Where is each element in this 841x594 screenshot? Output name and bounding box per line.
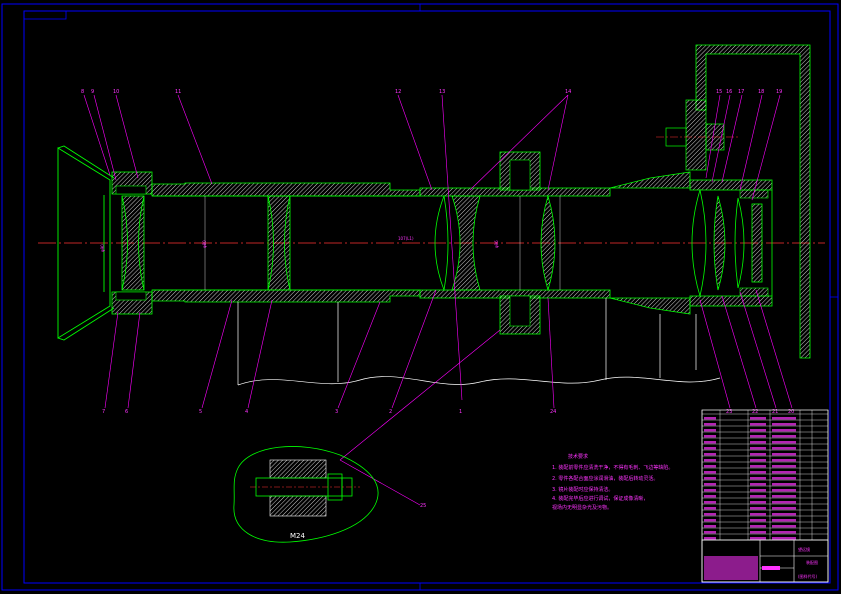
main-tube: [151, 182, 421, 303]
part-label: 4: [245, 409, 248, 415]
part-label: 7: [102, 409, 105, 415]
eyecup-hood: [57, 145, 115, 341]
part-label: 17: [738, 89, 744, 95]
part-label: 18: [758, 89, 764, 95]
part-label: 23: [726, 409, 732, 415]
note-line: 3. 镜片装配时应保持清洁。: [552, 486, 613, 493]
part-label: 14: [565, 89, 571, 95]
part-label: 12: [395, 89, 401, 95]
dimension-label: φ80: [202, 240, 207, 248]
drawing-scale: 装配图: [806, 559, 818, 565]
part-numbers: 8 9 10 11 12 13 14 15 16 17 18 19 7 6 5 …: [81, 89, 794, 509]
part-label: 22: [752, 409, 758, 415]
leader-lines: [83, 94, 793, 506]
part-label: 11: [175, 89, 181, 95]
rear-tube: [609, 171, 773, 315]
notes-title: 技术要求: [568, 453, 588, 460]
eyepiece-housing: [111, 171, 153, 315]
part-label: 20: [788, 409, 794, 415]
part-label: 3: [335, 409, 338, 415]
part-label: 24: [550, 409, 556, 415]
bolt-detail-view: M24: [233, 446, 379, 543]
mounting-bracket: [656, 44, 811, 359]
part-label: 5: [199, 409, 202, 415]
part-label: 6: [125, 409, 128, 415]
detail-label: M24: [290, 532, 305, 540]
drawing-frame: [1, 3, 839, 591]
part-label: 8: [81, 89, 84, 95]
part-label: 13: [439, 89, 445, 95]
part-label: 15: [716, 89, 722, 95]
drawing-code: (图样代号): [798, 573, 818, 579]
part-label: 1: [459, 409, 462, 415]
part-label: 21: [772, 409, 778, 415]
part-label: 10: [113, 89, 119, 95]
objective-tube: [419, 151, 611, 335]
part-label: 16: [726, 89, 732, 95]
note-line: 4. 装配完毕后应进行调试，保证成像清晰，: [552, 495, 648, 502]
lens-group: [121, 188, 763, 298]
drawing-title: 望远镜: [798, 546, 810, 552]
dimension-labels: φ90 φ80 φ96 107(L1): [100, 236, 499, 252]
dimension-label: 107(L1): [398, 236, 414, 241]
technical-notes: 技术要求 1. 装配前零件应清洗干净，不得有毛刺、飞边等缺陷。 2. 零件各配合…: [552, 453, 673, 511]
dimension-label: φ96: [494, 240, 499, 248]
parts-list-grid: [701, 410, 829, 541]
break-line: [237, 298, 721, 386]
part-label: 19: [776, 89, 782, 95]
note-line: 1. 装配前零件应清洗干净，不得有毛刺、飞边等缺陷。: [552, 464, 673, 471]
title-block: 望远镜 装配图 (图样代号): [701, 409, 829, 583]
part-label: 2: [389, 409, 392, 415]
part-label: 25: [420, 503, 426, 509]
part-label: 9: [91, 89, 94, 95]
note-line: 视场内无明显杂光及污物。: [552, 504, 612, 511]
note-line: 2. 零件各配合面应涂润滑油，装配后转动灵活。: [552, 475, 658, 482]
dimension-label: φ90: [100, 244, 105, 252]
